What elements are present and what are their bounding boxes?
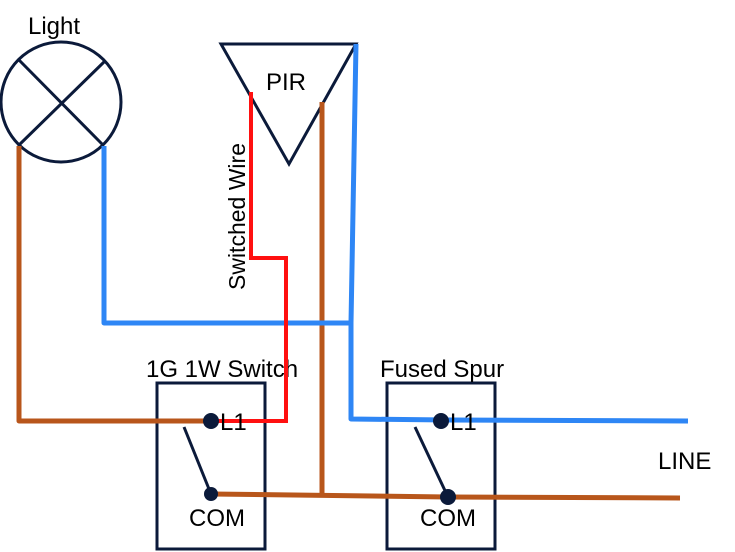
blue-wire-pir-to-spur [348, 43, 689, 424]
spur-label: Fused Spur [380, 356, 504, 383]
lamp-cross-line-2 [16, 59, 107, 148]
switch-label: 1G 1W Switch [146, 356, 298, 383]
switched-wire-label: Switched Wire [224, 143, 250, 290]
spur-l1-terminal [433, 413, 449, 429]
spur-com-label: COM [420, 505, 476, 532]
switch-l1-label: L1 [220, 409, 247, 436]
neutral-wires [101, 43, 689, 424]
switch-box [155, 381, 267, 551]
spur-l1-label: L1 [450, 409, 477, 436]
line-label: LINE [658, 448, 711, 475]
switch-com-terminal [204, 487, 218, 501]
red-switched-wire [211, 92, 288, 423]
pir-label: PIR [266, 69, 306, 96]
spur-lever [413, 426, 450, 498]
light-label: Light [28, 13, 80, 40]
lamp-icon [0, 40, 123, 164]
spur-box [385, 381, 497, 551]
switch-l1-terminal [203, 413, 219, 429]
blue-wire-light-neutral [101, 146, 351, 326]
switch-com-label: COM [189, 505, 245, 532]
spur-com-terminal [440, 489, 456, 505]
switch-lever [182, 426, 213, 495]
light-symbol [0, 40, 123, 164]
brown-wire-light-to-switch [16, 146, 211, 424]
